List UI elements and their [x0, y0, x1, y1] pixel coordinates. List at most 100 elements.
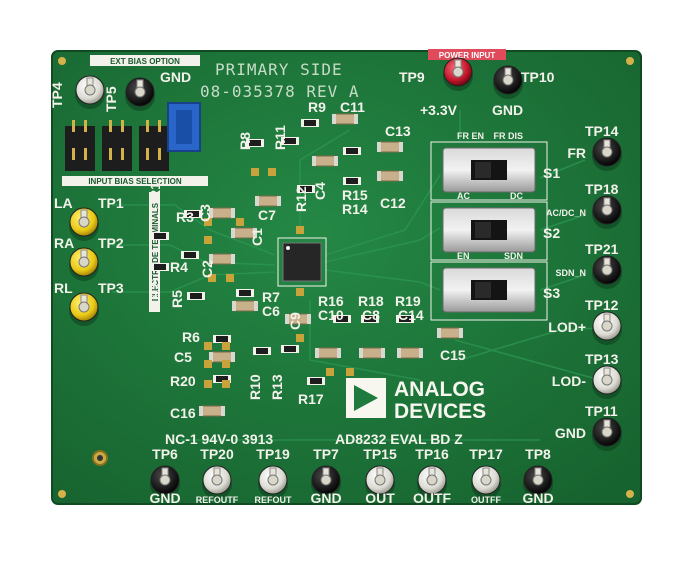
testpoint-tp11[interactable]: [592, 417, 622, 451]
ref-label-c3: C3: [197, 204, 213, 222]
ref-label-c2: C2: [199, 260, 215, 278]
switch-s3[interactable]: EN SDN S3: [430, 251, 560, 321]
switch-right-label: DC: [510, 191, 523, 201]
ref-label-r11: R11: [272, 125, 288, 150]
ref-label-c1: C1: [249, 228, 265, 246]
testpoint-tp4[interactable]: [75, 75, 105, 109]
testpoint-tp9[interactable]: [443, 57, 473, 91]
testpoint-tp15[interactable]: [365, 465, 395, 499]
switch-left-label: AC: [457, 191, 470, 201]
ref-label-r7: R7: [262, 289, 280, 305]
ref-label-c9: C9: [287, 312, 303, 330]
switch-s2[interactable]: AC DC S2: [430, 191, 560, 261]
part-number-label: 08-035378 REV A: [200, 82, 360, 101]
tp-bottom-net-5: OUTF: [413, 490, 452, 506]
tp-right-label-0: TP14: [585, 123, 619, 139]
switch-ref-label: S3: [543, 285, 560, 301]
ref-label-r15: R15: [342, 187, 368, 203]
testpoint-tp14[interactable]: [592, 137, 622, 171]
electrode-terminals-label: ELECTRODE TERMINALS: [151, 202, 160, 301]
testpoint-tp18[interactable]: [592, 195, 622, 229]
testpoint-tp10[interactable]: [493, 65, 523, 99]
testpoint-tp5[interactable]: [125, 77, 155, 111]
ref-label-c14: C14: [398, 307, 424, 323]
ref-label-r18: R18: [358, 293, 384, 309]
tp-left-net-2: RL: [54, 280, 73, 296]
tp-bottom-label-0: TP6: [152, 446, 178, 462]
ref-label-r16: R16: [318, 293, 344, 309]
tp-right-label-1: TP18: [585, 181, 619, 197]
tp4-label: TP4: [49, 82, 65, 108]
testpoint-tp21[interactable]: [592, 255, 622, 289]
electrode-terminals-box: ELECTRODE TERMINALS: [149, 192, 160, 312]
testpoint-tp1[interactable]: [69, 207, 99, 241]
testpoint-tp7[interactable]: [311, 465, 341, 499]
ref-label-r5: R5: [169, 290, 185, 308]
testpoint-tp3[interactable]: [69, 292, 99, 326]
tp-bottom-net-6: OUTFF: [471, 495, 501, 505]
tp-bottom-label-4: TP15: [363, 446, 397, 462]
switch-actuator[interactable]: [475, 282, 491, 298]
ref-label-r8: R8: [237, 132, 253, 150]
nc-line-label: NC-1 94V-0 3913: [165, 431, 273, 447]
testpoint-tp17[interactable]: [471, 465, 501, 499]
testpoint-tp16[interactable]: [417, 465, 447, 499]
ref-label-c13: C13: [385, 123, 411, 139]
tp-bottom-label-5: TP16: [415, 446, 449, 462]
ref-label-r9: R9: [308, 99, 326, 115]
switch-actuator[interactable]: [475, 222, 491, 238]
mounting-holes: [58, 57, 634, 498]
tp-right-net-1: AC/DC_N: [546, 208, 586, 218]
input-bias-selection-box: [62, 176, 208, 186]
tp10-label: TP10: [521, 69, 555, 85]
switch-right-label: FR DIS: [493, 131, 523, 141]
tp-bottom-label-1: TP20: [200, 446, 234, 462]
tp-left-net-1: RA: [54, 235, 74, 251]
testpoint-tp13[interactable]: [592, 365, 622, 399]
tp-bottom-net-0: GND: [149, 490, 180, 506]
tp-left-net-0: LA: [54, 195, 73, 211]
smd-components: [151, 113, 463, 417]
test-points: [69, 57, 622, 499]
ref-label-c11: C11: [340, 99, 365, 115]
testpoint-tp19[interactable]: [258, 465, 288, 499]
tp-bottom-label-3: TP7: [313, 446, 339, 462]
tp-right-net-4: LOD-: [552, 373, 587, 389]
tp-right-label-2: TP21: [585, 241, 619, 257]
switch-ref-label: S2: [543, 225, 560, 241]
switch-left-label: EN: [457, 251, 470, 261]
power-input-label: POWER INPUT: [439, 51, 496, 60]
power-input-box: [428, 49, 506, 60]
ref-label-c15: C15: [440, 347, 466, 363]
testpoint-tp6[interactable]: [150, 465, 180, 499]
plus-33v-label: +3.3V: [420, 102, 458, 118]
testpoint-tp8[interactable]: [523, 465, 553, 499]
ref-label-r2: R2: [147, 282, 163, 300]
tp5-label: TP5: [103, 86, 119, 112]
switch-actuator[interactable]: [475, 162, 491, 178]
logo-line2: DEVICES: [394, 400, 486, 423]
tp-right-net-3: LOD+: [548, 319, 586, 335]
ad8232-ic: [277, 237, 327, 287]
pcb-traces: [112, 110, 601, 441]
ref-label-c4: C4: [312, 182, 328, 200]
ref-label-r1: R1: [147, 182, 163, 200]
tp-bottom-label-7: TP8: [525, 446, 551, 462]
ref-label-c6: C6: [262, 303, 280, 319]
ref-label-r19: R19: [395, 293, 421, 309]
testpoint-tp20[interactable]: [202, 465, 232, 499]
tp-bottom-label-2: TP19: [256, 446, 290, 462]
tp-right-net-5: GND: [555, 425, 586, 441]
ref-label-c5: C5: [174, 349, 192, 365]
testpoint-tp12[interactable]: [592, 311, 622, 345]
ref-label-r13: R13: [269, 374, 285, 400]
tp-left-label-0: TP1: [98, 195, 124, 211]
ref-label-c8: C8: [362, 307, 380, 323]
testpoint-tp2[interactable]: [69, 247, 99, 281]
tp-right-net-2: SDN_N: [555, 268, 586, 278]
input-bias-selection-label: INPUT BIAS SELECTION: [88, 177, 182, 186]
switch-right-label: SDN: [504, 251, 523, 261]
